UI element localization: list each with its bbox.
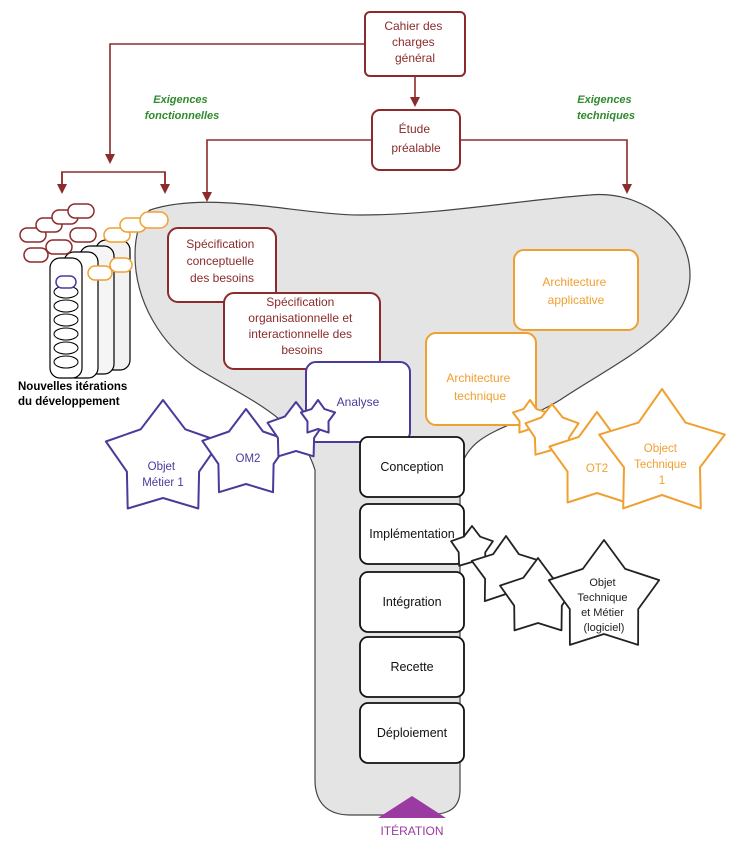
iteration-label: ITÉRATION <box>380 823 443 838</box>
stem-step-rect <box>359 571 465 633</box>
nouvelles-iterations-label: Nouvelles itérations du développement <box>18 381 131 408</box>
star-objet-technique: Object Technique 1 <box>598 388 726 510</box>
stem-step-rect <box>359 702 465 764</box>
spec-organisationnelle-text: Spécification organisationnelle et inter… <box>248 295 355 357</box>
analyse-box: Analyse <box>305 361 411 443</box>
stem-step-label: Intégration <box>382 595 441 609</box>
om2-text: OM2 <box>236 453 261 465</box>
exigences-techniques-label: Exigences techniques <box>577 94 635 122</box>
architecture-technique-text: Architecture technique <box>446 371 513 403</box>
iterations-stack-icon <box>19 203 169 379</box>
iteration-triangle <box>378 796 446 818</box>
stem-step-box: Conception <box>359 436 465 498</box>
iteration-marker: ITÉRATION <box>378 796 446 838</box>
spec-conceptuelle-box: Spécification conceptuelle des besoins <box>167 227 277 303</box>
cahier-text: Cahier des charges général <box>384 19 445 65</box>
ot2-text: OT2 <box>586 463 608 475</box>
exigences-fonctionnelles-label: Exigences fonctionnelles <box>145 94 220 122</box>
architecture-technique-box: Architecture technique <box>425 332 537 426</box>
stem-step-box: Implémentation <box>359 503 465 565</box>
architecture-applicative-text: Architecture applicative <box>542 275 609 307</box>
objet-technique-text: Object Technique 1 <box>634 443 690 487</box>
stem-step-label: Implémentation <box>369 527 455 541</box>
stem-step-rect <box>359 503 465 565</box>
analyse-text: Analyse <box>337 395 380 409</box>
stem-step-box: Recette <box>359 636 465 698</box>
stem-step-label: Conception <box>380 460 443 474</box>
star-objet-technique-metier: Objet Technique et Métier (logiciel) <box>547 539 661 646</box>
flow-arrows <box>57 43 632 202</box>
stem-step-box: Déploiement <box>359 702 465 764</box>
stem-steps: ConceptionImplémentationIntégrationRecet… <box>359 436 465 764</box>
cahier-des-charges-box: Cahier des charges général <box>364 11 466 77</box>
stem-step-label: Recette <box>390 660 433 674</box>
stem-step-label: Déploiement <box>377 726 448 740</box>
objet-metier-text: Objet Métier 1 <box>142 461 184 489</box>
stem-step-rect <box>359 636 465 698</box>
architecture-applicative-box: Architecture applicative <box>513 249 639 331</box>
star-objet-metier: Objet Métier 1 <box>104 399 222 510</box>
etude-prealable-box: Étude préalable <box>371 109 461 171</box>
star-tiny-purple <box>299 399 337 434</box>
etude-text: Étude préalable <box>391 121 441 155</box>
spec-organisationnelle-box: Spécification organisationnelle et inter… <box>223 292 381 370</box>
stem-step-rect <box>359 436 465 498</box>
spec-conceptuelle-text: Spécification conceptuelle des besoins <box>186 237 257 285</box>
stem-step-box: Intégration <box>359 571 465 633</box>
objet-technique-metier-text: Objet Technique et Métier (logiciel) <box>577 577 630 634</box>
